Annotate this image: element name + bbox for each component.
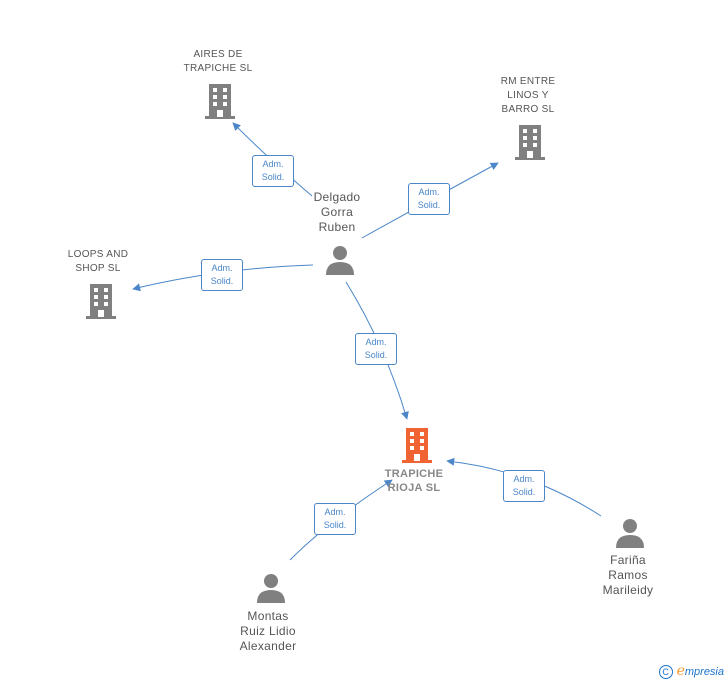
company-label-rm[interactable]: RM ENTRE LINOS Y BARRO SL bbox=[500, 76, 556, 115]
edge-label-montas-trapiche[interactable]: Adm. Solid. bbox=[314, 503, 356, 535]
person-icon[interactable] bbox=[256, 573, 286, 603]
edge-label-farina-trapiche[interactable]: Adm. Solid. bbox=[503, 470, 545, 502]
person-label-montas[interactable]: Montas Ruiz Lidio Alexander bbox=[239, 609, 297, 653]
company-label-loops[interactable]: LOOPS AND SHOP SL bbox=[67, 249, 129, 274]
edge-label-delgado-aires[interactable]: Adm. Solid. bbox=[252, 155, 294, 187]
person-label-delgado[interactable]: Delgado Gorra Ruben bbox=[313, 190, 361, 234]
building-icon[interactable] bbox=[401, 427, 433, 463]
edge-label-delgado-rm[interactable]: Adm. Solid. bbox=[408, 183, 450, 215]
company-label-trapiche[interactable]: TRAPICHE RIOJA SL bbox=[384, 468, 444, 494]
person-label-farina[interactable]: Fariña Ramos Marileidy bbox=[602, 553, 654, 597]
building-icon[interactable] bbox=[204, 83, 236, 119]
copyright-icon: C bbox=[658, 665, 673, 679]
building-icon[interactable] bbox=[514, 124, 546, 160]
brand-logo-e: e bbox=[676, 662, 685, 679]
edge-label-delgado-loops[interactable]: Adm. Solid. bbox=[201, 259, 243, 291]
building-icon[interactable] bbox=[85, 283, 117, 319]
edge-label-delgado-trapiche[interactable]: Adm. Solid. bbox=[355, 333, 397, 365]
person-icon[interactable] bbox=[615, 518, 645, 548]
person-icon[interactable] bbox=[325, 245, 355, 275]
company-label-aires[interactable]: AIRES DE TRAPICHE SL bbox=[183, 49, 253, 74]
brand-logo-text: mpresia bbox=[684, 665, 724, 678]
